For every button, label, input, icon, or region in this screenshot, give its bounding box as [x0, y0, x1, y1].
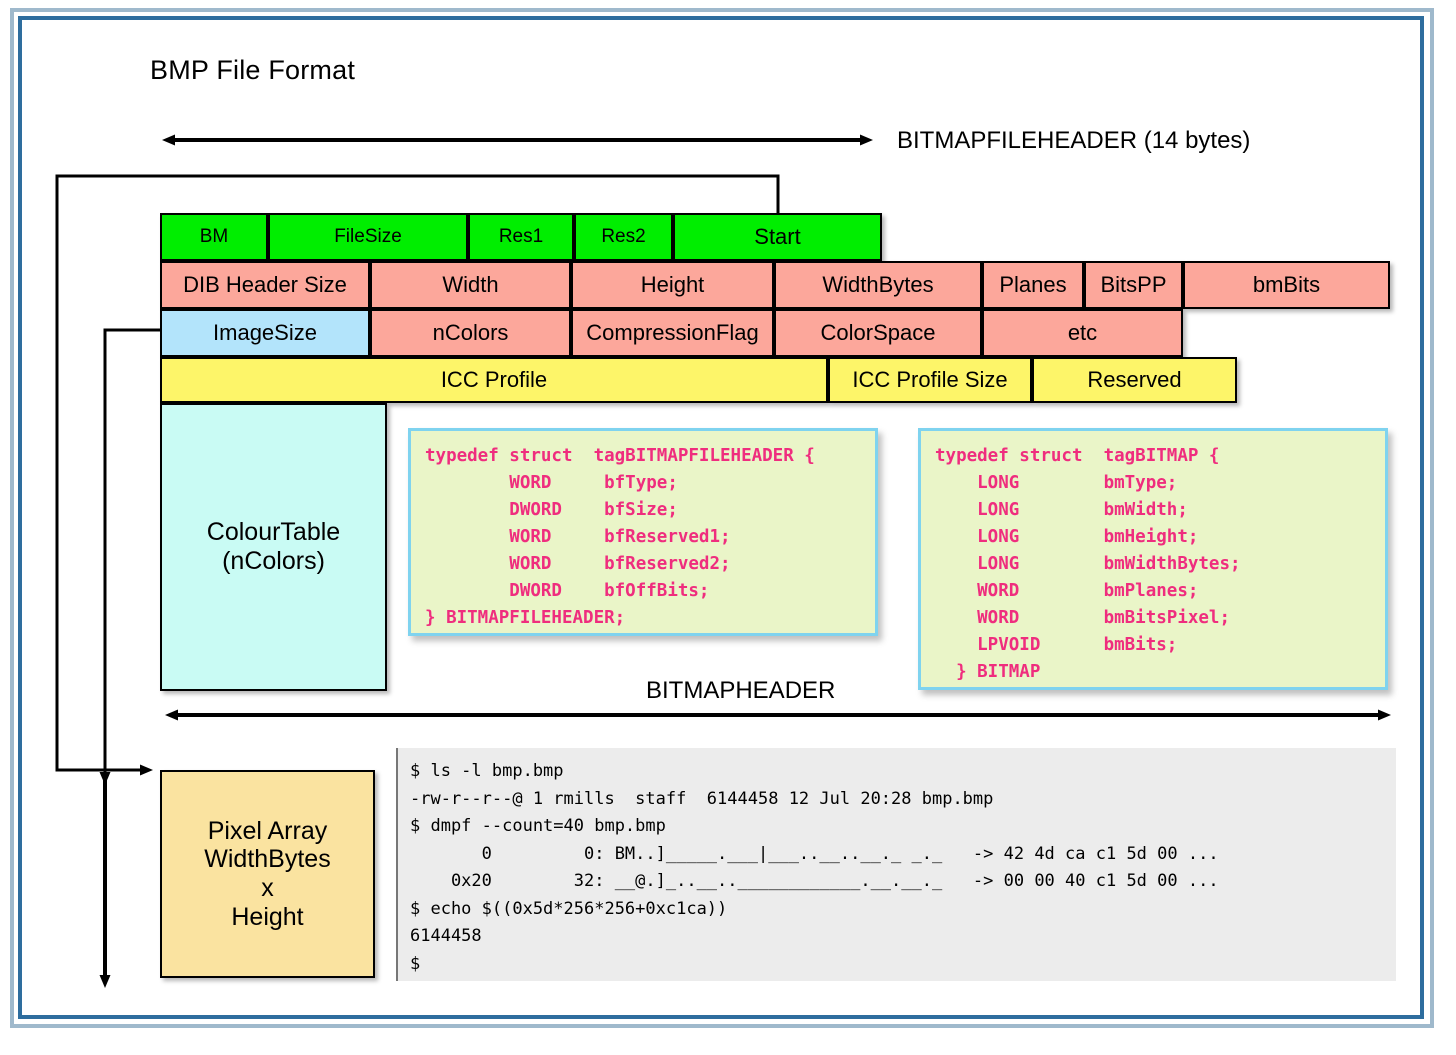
field-compressionflag-label: CompressionFlag — [586, 320, 758, 345]
field-planes-label: Planes — [999, 272, 1066, 297]
field-filesize: FileSize — [268, 213, 468, 261]
field-bitspp-label: BitsPP — [1100, 272, 1166, 297]
field-etc-label: etc — [1068, 320, 1097, 345]
field-icc-profile-label: ICC Profile — [441, 367, 547, 392]
code-bitmap: typedef struct tagBITMAP { LONG bmType; … — [918, 428, 1388, 690]
field-bmbits: bmBits — [1183, 261, 1390, 309]
field-planes: Planes — [982, 261, 1084, 309]
label-bitmapheader: BITMAPHEADER — [646, 677, 835, 705]
field-compressionflag: CompressionFlag — [571, 309, 774, 357]
field-width-label: Width — [442, 272, 498, 297]
label-bitmapfileheader: BITMAPFILEHEADER (14 bytes) — [897, 127, 1250, 155]
field-bitspp: BitsPP — [1084, 261, 1183, 309]
field-reserved: Reserved — [1032, 357, 1237, 403]
field-res2-label: Res2 — [601, 226, 645, 248]
field-start: Start — [673, 213, 882, 261]
field-widthbytes-label: WidthBytes — [822, 272, 933, 297]
field-start-label: Start — [754, 224, 800, 249]
block-pixel-array-label: Pixel Array WidthBytes x Height — [204, 817, 330, 932]
field-height-label: Height — [641, 272, 705, 297]
field-res1-label: Res1 — [499, 226, 543, 248]
field-ncolors-label: nColors — [433, 320, 509, 345]
field-bmbits-label: bmBits — [1253, 272, 1320, 297]
field-res2: Res2 — [574, 213, 673, 261]
field-dib-header-size-label: DIB Header Size — [183, 272, 347, 297]
field-icc-profile-size-label: ICC Profile Size — [852, 367, 1007, 392]
block-colour-table-label: ColourTable (nColors) — [207, 518, 340, 576]
field-filesize-label: FileSize — [334, 226, 402, 248]
field-icc-profile: ICC Profile — [160, 357, 828, 403]
field-imagesize: ImageSize — [160, 309, 370, 357]
field-bm: BM — [160, 213, 268, 261]
field-bm-label: BM — [200, 226, 229, 248]
field-icc-profile-size: ICC Profile Size — [828, 357, 1032, 403]
field-widthbytes: WidthBytes — [774, 261, 982, 309]
page-title: BMP File Format — [150, 55, 355, 86]
terminal-output: $ ls -l bmp.bmp -rw-r--r--@ 1 rmills sta… — [396, 748, 1396, 981]
field-width: Width — [370, 261, 571, 309]
field-reserved-label: Reserved — [1087, 367, 1181, 392]
field-imagesize-label: ImageSize — [213, 320, 317, 345]
field-ncolors: nColors — [370, 309, 571, 357]
field-colorspace-label: ColorSpace — [821, 320, 936, 345]
block-pixel-array: Pixel Array WidthBytes x Height — [160, 770, 375, 978]
field-height: Height — [571, 261, 774, 309]
field-colorspace: ColorSpace — [774, 309, 982, 357]
field-etc: etc — [982, 309, 1183, 357]
field-res1: Res1 — [468, 213, 574, 261]
terminal-text: $ ls -l bmp.bmp -rw-r--r--@ 1 rmills sta… — [410, 761, 1219, 974]
block-colour-table: ColourTable (nColors) — [160, 403, 387, 691]
field-dib-header-size: DIB Header Size — [160, 261, 370, 309]
code-bitmapfileheader: typedef struct tagBITMAPFILEHEADER { WOR… — [408, 428, 878, 636]
